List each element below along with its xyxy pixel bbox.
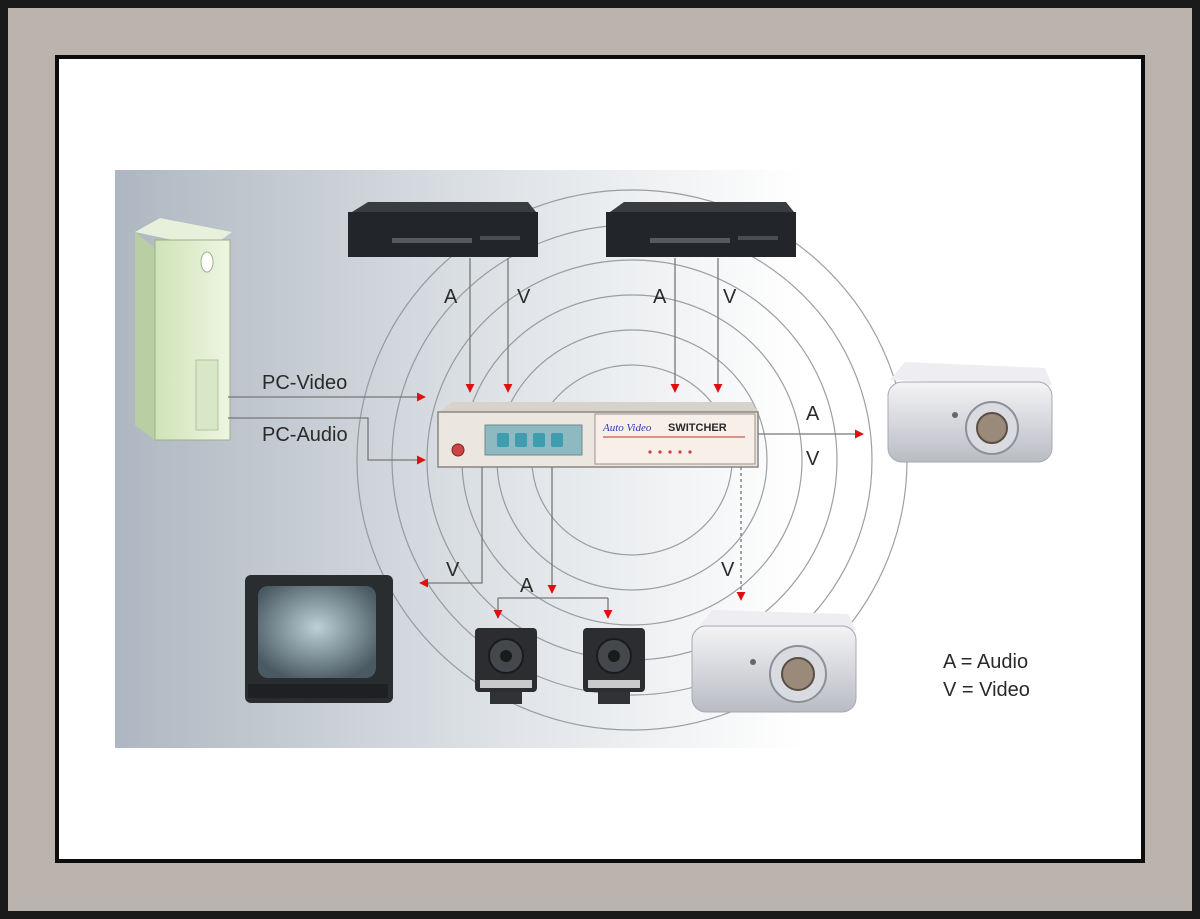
speaker-left: [475, 628, 537, 704]
pc-video-label: PC-Video: [262, 372, 347, 394]
television: [245, 575, 393, 703]
projector-out-audio-label: A: [806, 403, 820, 425]
vcr2-video-label: V: [723, 286, 737, 308]
pc-tower: [135, 218, 232, 441]
switcher-brand-name: SWITCHER: [668, 422, 727, 434]
signal-lines: [228, 258, 864, 619]
projector-2: [691, 610, 857, 713]
vcr-2: [606, 202, 796, 257]
legend: A = Audio V = Video: [943, 651, 1030, 701]
projector2-video-label: V: [721, 559, 735, 581]
projector-1: [887, 362, 1053, 463]
speakers-audio-label: A: [520, 575, 534, 597]
legend-audio: A = Audio: [943, 651, 1028, 673]
connection-labels: PC-Video PC-Audio A V A V A V V A V: [262, 286, 820, 597]
vcr2-audio-label: A: [653, 286, 667, 308]
vcr1-video-label: V: [517, 286, 531, 308]
vcr1-audio-label: A: [444, 286, 458, 308]
pc-audio-label: PC-Audio: [262, 424, 348, 446]
legend-video: V = Video: [943, 679, 1030, 701]
tv-video-line: [419, 467, 483, 588]
pc-audio-line: [228, 417, 426, 465]
switcher-brand-script: Auto Video: [602, 422, 652, 434]
tv-video-label: V: [446, 559, 460, 581]
speaker-right: [583, 628, 645, 704]
av-switcher-unit: Auto Video SWITCHER: [437, 402, 759, 468]
vcr-1: [348, 202, 538, 257]
power-led: [451, 443, 465, 457]
projector-out-video-label: V: [806, 448, 820, 470]
